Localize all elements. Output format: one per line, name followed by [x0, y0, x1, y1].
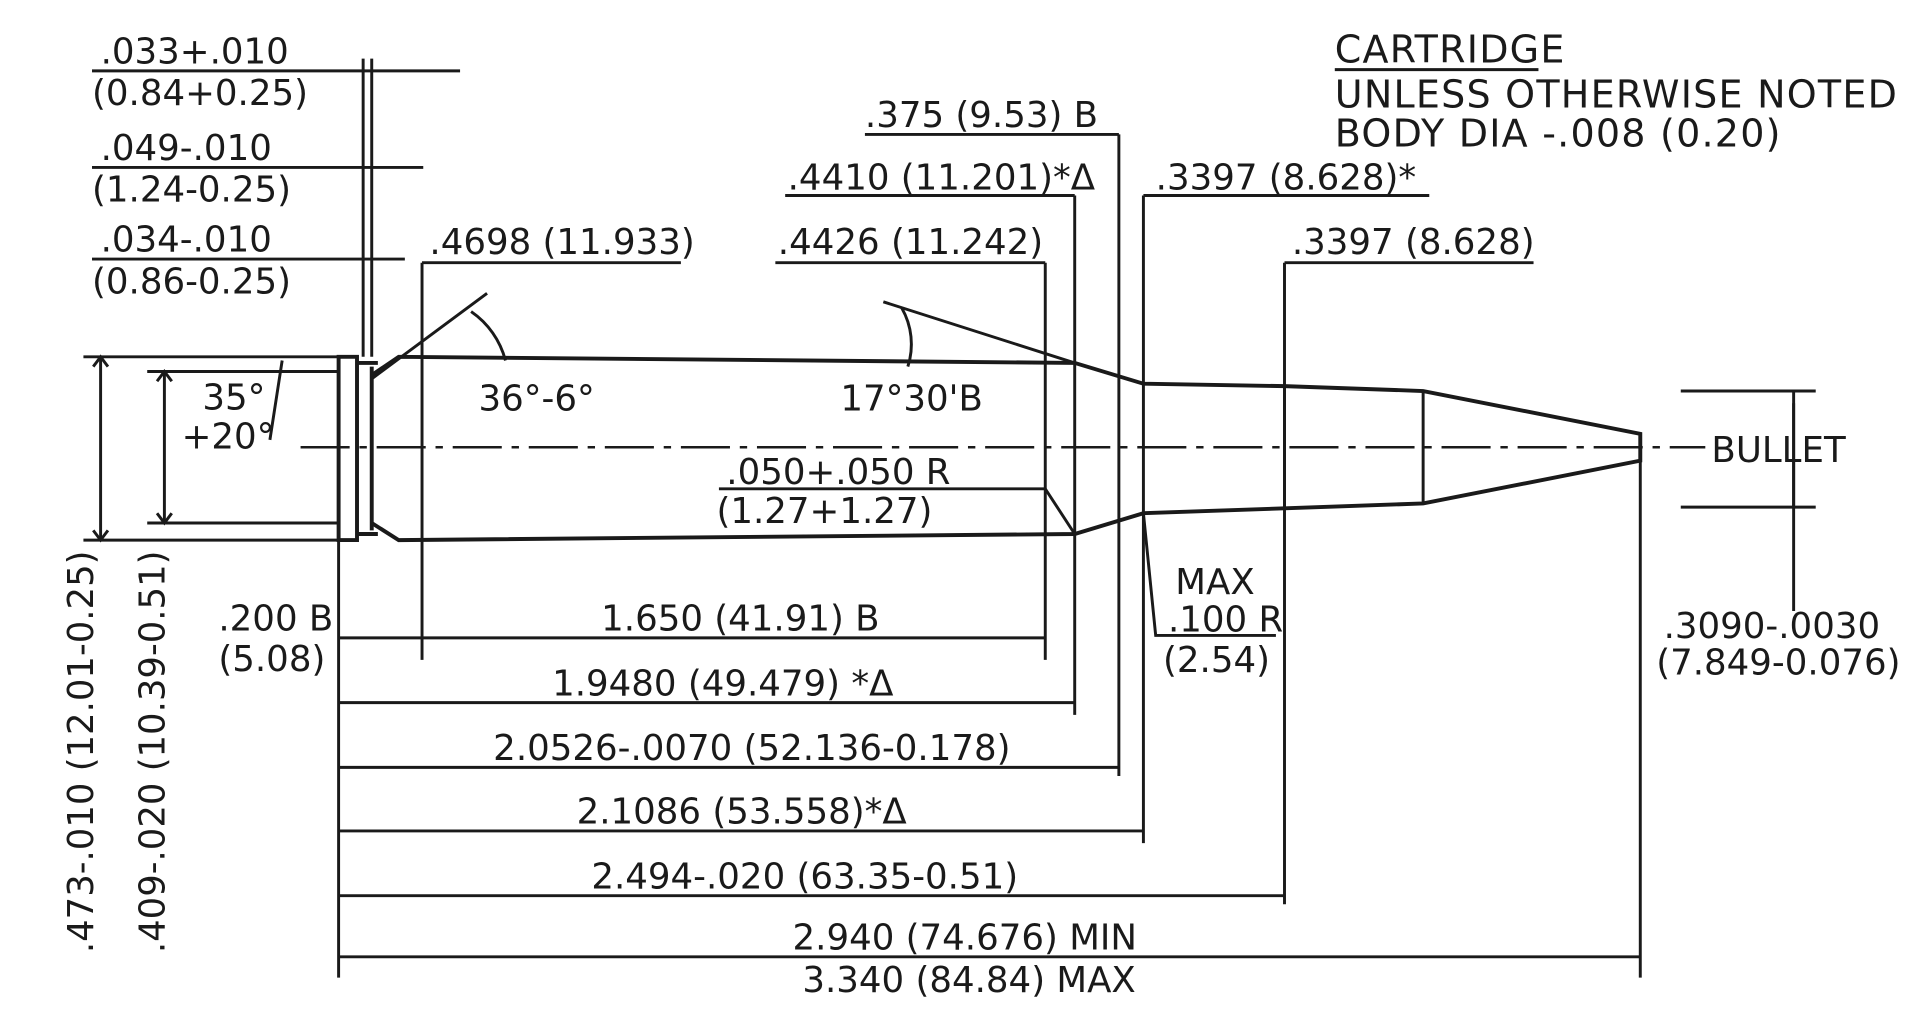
neck-radius-max: MAX	[1175, 562, 1254, 603]
neck-radius-in: .100 R	[1168, 600, 1283, 641]
extractor-angle-1: 35°	[202, 377, 265, 418]
shoulder-dia-star-label: .4410 (11.201)*Δ	[788, 157, 1095, 198]
bullet-dia-mm: (7.849-0.076)	[1656, 643, 1900, 684]
shoulder-dia-label: .4426 (11.242)	[778, 222, 1043, 263]
base-length-in: .200 B	[218, 599, 333, 640]
groove-angle-label: 36°-6°	[478, 379, 594, 420]
dimension-lines	[92, 69, 1796, 959]
base-length-mm: (5.08)	[218, 639, 325, 680]
note-line-2: BODY DIA -.008 (0.20)	[1335, 112, 1782, 156]
case-length-label: 2.494-.020 (63.35-0.51)	[591, 856, 1018, 897]
body-length-label: 1.650 (41.91) B	[601, 599, 879, 640]
groove-dia-label: .409-.020 (10.39-0.51)	[132, 551, 173, 954]
neck-radius-mm: (2.54)	[1163, 640, 1270, 681]
extractor-groove-in: .049-.010	[101, 128, 272, 169]
shoulder-length-label: 1.9480 (49.479) *Δ	[552, 663, 893, 704]
rim-thickness-in: .033+.010	[101, 32, 289, 73]
neck-dia-star-label: .3397 (8.628)*	[1156, 157, 1417, 198]
groove-width-mm: (0.86-0.25)	[92, 261, 291, 302]
groove-width-in: .034-.010	[101, 220, 272, 261]
shoulder-angle-label: 17°30'B	[840, 379, 983, 420]
neck-start-label: 2.1086 (53.558)*Δ	[577, 792, 907, 833]
cartridge-title: CARTRIDGE	[1335, 27, 1566, 71]
bullet-label: BULLET	[1711, 430, 1846, 471]
extractor-groove-mm: (1.24-0.25)	[92, 170, 291, 211]
extractor-angle-2: +20°	[182, 417, 275, 458]
neck-375-label: .375 (9.53) B	[865, 95, 1098, 136]
shoulder-radius-mm: (1.27+1.27)	[716, 491, 932, 532]
neck-dia-label: .3397 (8.628)	[1292, 222, 1535, 263]
oal-max-label: 3.340 (84.84) MAX	[802, 960, 1135, 1001]
oal-min-label: 2.940 (74.676) MIN	[793, 918, 1137, 959]
headspace-label: 2.0526-.0070 (52.136-0.178)	[493, 728, 1010, 769]
note-line-1: UNLESS OTHERWISE NOTED	[1335, 73, 1898, 117]
rim-thickness-mm: (0.84+0.25)	[92, 73, 308, 114]
bullet-dia-in: .3090-.0030	[1664, 606, 1881, 647]
shoulder-radius-in: .050+.050 R	[726, 452, 950, 493]
base-body-dia-label: .4698 (11.933)	[429, 222, 694, 263]
rim-dia-label: .473-.010 (12.01-0.25)	[61, 551, 102, 954]
